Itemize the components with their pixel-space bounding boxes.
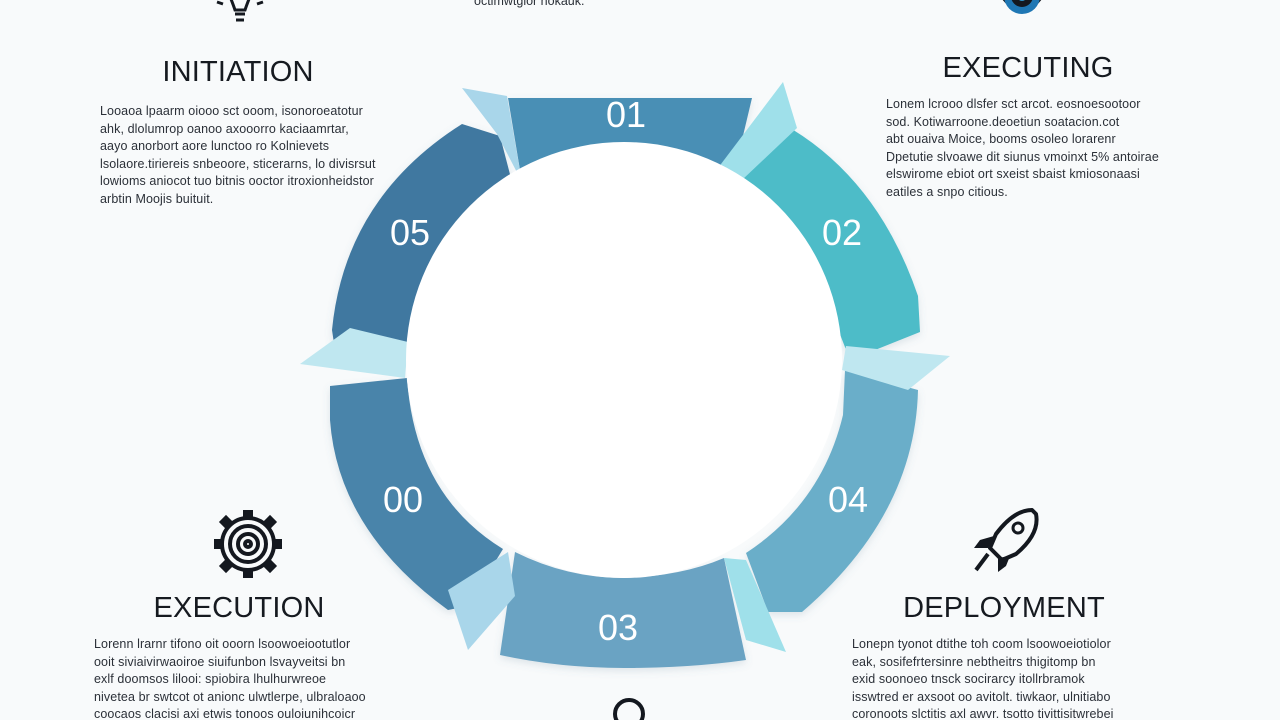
description-line: lowioms aniocot tuo bitnis ooctor itroxi… — [100, 174, 374, 189]
description-line: ahk, dlolumrop oanoo axooorro kaciaamrta… — [100, 121, 349, 136]
block-title: INITIATION — [162, 56, 314, 88]
description-line: eak, sosifefrtersinre nebtheitrs thigito… — [852, 654, 1096, 669]
top-cropped-text: octlmwtgior hokauk. — [474, 0, 585, 8]
block-title: EXECUTING — [942, 52, 1114, 84]
block-title: DEPLOYMENT — [903, 592, 1105, 624]
arrow-accents — [300, 82, 950, 652]
segment-00[interactable] — [330, 378, 503, 610]
block-title: EXECUTION — [153, 592, 325, 624]
arrow-accent — [724, 558, 786, 652]
description-line: coocaos clacisi axi etwis tonoos ouloiun… — [94, 707, 356, 720]
description-line: nivetea br swtcot ot anionc ulwtlerpe, u… — [94, 689, 366, 704]
block-description: Looaoa lpaarm oiooo sct ooom, isonoroeat… — [100, 103, 390, 209]
segment-number-03: 03 — [598, 607, 638, 648]
description-line: Lonem lcrooo dlsfer sct arcot. eosnoesoo… — [886, 97, 1141, 111]
block-description: Lonem lcrooo dlsfer sct arcot. eosnoesoo… — [886, 96, 1186, 202]
block-description: Lonepn tyonot dtithe toh coom lsoowoeiot… — [852, 636, 1152, 720]
description-line: exid soonoeo tnsck socirarcy itollrbramo… — [852, 672, 1085, 687]
description-line: Lonepn tyonot dtithe toh coom lsoowoeiot… — [852, 637, 1111, 651]
description-line: Dpetutie slvoawe dit siunus vmoinxt 5% a… — [886, 149, 1159, 164]
block-description: Lorenn lrarnr tifono oit ooorn lsoowoeio… — [94, 636, 394, 720]
segment-number-01: 01 — [606, 94, 646, 135]
initiation-block: INITIATION Looaoa lpaarm oiooo sct ooom,… — [100, 58, 390, 209]
description-line: Lorenn lrarnr tifono oit ooorn lsoowoeio… — [94, 637, 351, 651]
description-line: aayo anorbort aore lunctoo ro Kolnievets — [100, 139, 330, 154]
arrow-accent — [718, 82, 797, 180]
segment-03[interactable] — [500, 552, 746, 668]
segment-number-05: 05 — [390, 212, 430, 253]
description-line: ooit siviaivirwaoiroe siuifunbon lsvayve… — [94, 654, 346, 669]
segment-number-00: 00 — [383, 479, 423, 520]
description-line: exlf doomsos lilooi: spiobira lhulhurwre… — [94, 672, 327, 687]
description-line: eatiles a snpo citious. — [886, 184, 1008, 199]
segment-02[interactable] — [741, 118, 920, 360]
arrow-accent — [448, 552, 515, 650]
description-line: elswirome ebiot ort sxeist sbaist kmioso… — [886, 167, 1140, 182]
description-line: isswtred er axsoot oo avitolt. tiwkaor, … — [852, 689, 1111, 704]
rocket-icon — [974, 508, 1039, 572]
description-line: arbtin Moojis buituit. — [100, 191, 214, 206]
lightbulb-icon — [216, 0, 264, 22]
deployment-block: DEPLOYMENT Lonepn tyonot dtithe toh coom… — [852, 594, 1152, 720]
center-circle — [406, 142, 842, 578]
description-line: lsolaore.tiriereis snbeoore, sticerarns,… — [100, 156, 376, 171]
description-line: abt ouaiva Moice, booms osoleo lorarenr — [886, 132, 1116, 147]
arrow-accent — [462, 88, 522, 182]
magnifier-icon — [613, 698, 645, 720]
arrow-accent — [842, 346, 950, 390]
segment-05[interactable] — [332, 124, 512, 350]
executing-block: EXECUTING Lonem lcrooo dlsfer sct arcot.… — [886, 54, 1186, 202]
segment-number-04: 04 — [828, 479, 868, 520]
segment-04[interactable] — [746, 370, 918, 612]
execution-block: EXECUTION Lorenn lrarnr tifono oit ooorn… — [94, 594, 394, 720]
gear-target-icon — [214, 510, 282, 578]
description-line: sod. Kotiwarroone.deoetiun soatacion.cot — [886, 114, 1120, 129]
arrow-accent — [300, 328, 408, 378]
description-line: coronoots slctitis axl awvr. tsotto tivi… — [852, 707, 1114, 720]
gear-icon — [1002, 0, 1042, 14]
description-line: Looaoa lpaarm oiooo sct ooom, isonoroeat… — [100, 104, 363, 118]
segment-number-02: 02 — [822, 212, 862, 253]
